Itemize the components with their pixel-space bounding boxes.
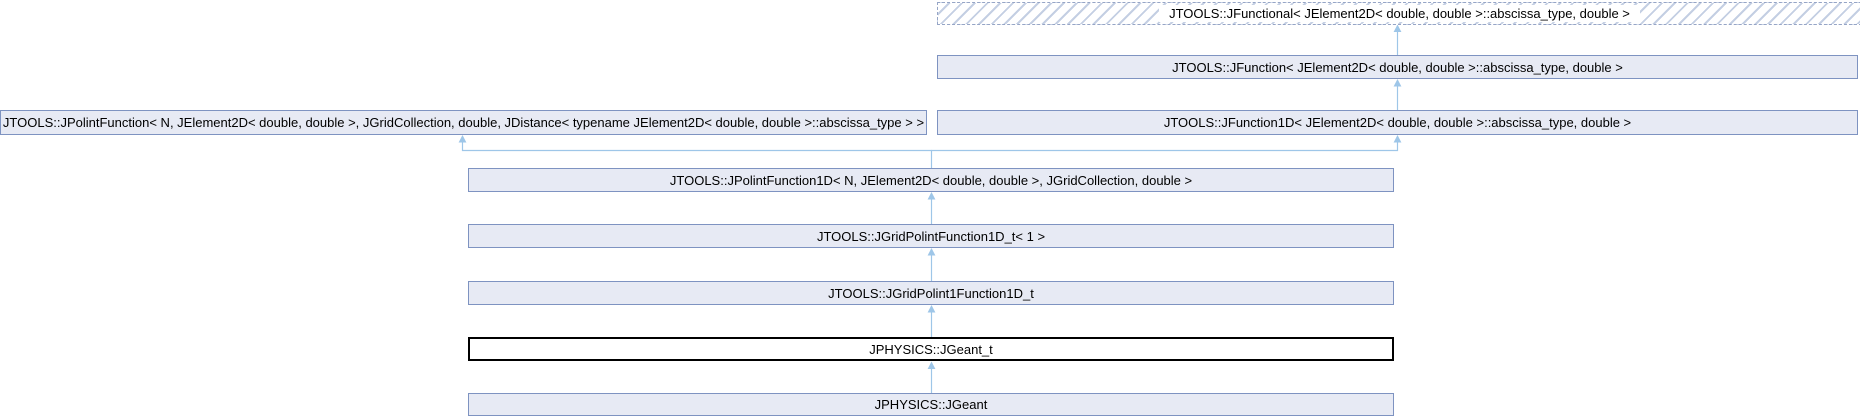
arrowhead-icon (927, 248, 936, 256)
node-jfunction[interactable]: JTOOLS::JFunction< JElement2D< double, d… (937, 55, 1858, 79)
node-label: JTOOLS::JPolintFunction< N, JElement2D< … (2, 115, 925, 130)
node-jgridpolint1function1d-t[interactable]: JTOOLS::JGridPolint1Function1D_t (468, 281, 1394, 305)
node-label: JTOOLS::JFunctional< JElement2D< double,… (1159, 5, 1640, 22)
node-label: JTOOLS::JFunction1D< JElement2D< double,… (1163, 115, 1632, 130)
node-label: JTOOLS::JGridPolint1Function1D_t (828, 285, 1034, 301)
node-label: JTOOLS::JGridPolintFunction1D_t< 1 > (816, 228, 1046, 244)
node-jfunctional[interactable]: JTOOLS::JFunctional< JElement2D< double,… (937, 2, 1860, 25)
node-jpolintfunction1d[interactable]: JTOOLS::JPolintFunction1D< N, JElement2D… (468, 168, 1394, 192)
arrowhead-icon (458, 135, 467, 143)
node-label: JPHYSICS::JGeant_t (869, 341, 993, 357)
node-jpolintfunction[interactable]: JTOOLS::JPolintFunction< N, JElement2D< … (0, 110, 927, 135)
edge-jpolintfunction1d-to-jpolintfunction (461, 141, 933, 168)
node-jgeant-t-current: JPHYSICS::JGeant_t (468, 337, 1394, 361)
node-jfunction1d[interactable]: JTOOLS::JFunction1D< JElement2D< double,… (937, 110, 1858, 135)
arrowhead-icon (927, 305, 936, 313)
arrowhead-icon (1393, 79, 1402, 87)
node-label: JTOOLS::JFunction< JElement2D< double, d… (1172, 59, 1623, 75)
arrowhead-icon (1393, 24, 1402, 32)
node-jgeant[interactable]: JPHYSICS::JGeant (468, 393, 1394, 416)
arrowhead-icon (927, 361, 936, 369)
edge-jpolintfunction1d-to-jfunction1d (931, 141, 1399, 152)
arrowhead-icon (1393, 135, 1402, 143)
arrowhead-icon (927, 192, 936, 200)
node-label: JPHYSICS::JGeant (874, 397, 988, 412)
node-jgridpolintfunction1d-t[interactable]: JTOOLS::JGridPolintFunction1D_t< 1 > (468, 224, 1394, 248)
node-label: JTOOLS::JPolintFunction1D< N, JElement2D… (669, 172, 1193, 188)
